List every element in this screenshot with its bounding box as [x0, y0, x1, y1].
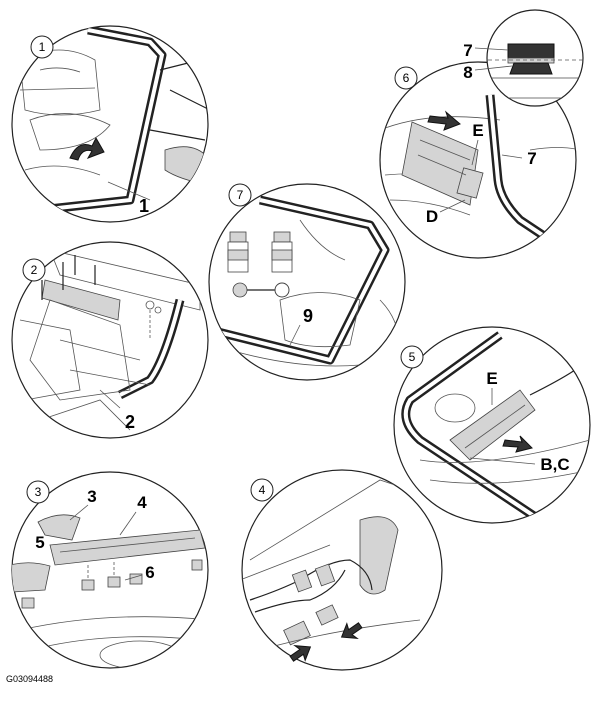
cover-part: [37, 514, 81, 541]
panel-5: 5 E B,C: [393, 326, 591, 524]
callout-label: 8: [463, 63, 472, 82]
callout-label: E: [486, 369, 497, 388]
console-assembly: [41, 279, 121, 321]
inset-detail: [474, 9, 584, 107]
step-number-5: 5: [409, 350, 416, 364]
pull-arrow-icon: [502, 435, 533, 453]
applicator-tool: [232, 282, 290, 298]
trim-panel: [49, 529, 206, 566]
callout-label: 7: [463, 41, 472, 60]
step-number-1: 1: [39, 40, 46, 54]
panel-2: 2 2: [11, 241, 209, 439]
panel-7: 7 9: [208, 183, 406, 381]
sensor-housing: [359, 516, 399, 595]
callout-label: E: [472, 121, 483, 140]
callout-label: 4: [137, 493, 147, 512]
connector-block: [283, 620, 311, 646]
adhesive-bottle: [227, 231, 249, 273]
panel-6: 6 7 8 E 7 D: [379, 9, 584, 259]
rotate-arrow-icon: [69, 136, 105, 161]
callout-label: 2: [125, 412, 135, 432]
callout-label: B,C: [540, 455, 569, 474]
panel-1: 1 1: [11, 25, 209, 223]
roof-panel: [49, 249, 201, 311]
callout-label: 9: [303, 306, 313, 326]
step-number-4: 4: [259, 483, 266, 497]
push-arrow-icon: [427, 110, 461, 131]
callout-label: 6: [145, 563, 154, 582]
callout-label: 1: [139, 196, 149, 216]
step-number-7: 7: [237, 188, 244, 202]
adhesive-pad: [507, 43, 555, 59]
arrow-icon: [289, 622, 363, 662]
callout-label: D: [426, 207, 438, 226]
sensor-unit: [449, 389, 536, 461]
clip-icon: [21, 559, 203, 609]
panel-3: 3 3 4 5 6: [11, 471, 209, 669]
step-number-6: 6: [403, 71, 410, 85]
panel-4: 4: [241, 469, 443, 671]
step-number-2: 2: [31, 263, 38, 277]
figure-code: G03094488: [6, 674, 54, 684]
primer-bottle: [271, 231, 293, 273]
step-number-3: 3: [35, 485, 42, 499]
screw-icon: [41, 255, 96, 300]
callout-label: 3: [87, 487, 96, 506]
callout-label: 5: [35, 533, 44, 552]
callout-label: 7: [527, 149, 536, 168]
